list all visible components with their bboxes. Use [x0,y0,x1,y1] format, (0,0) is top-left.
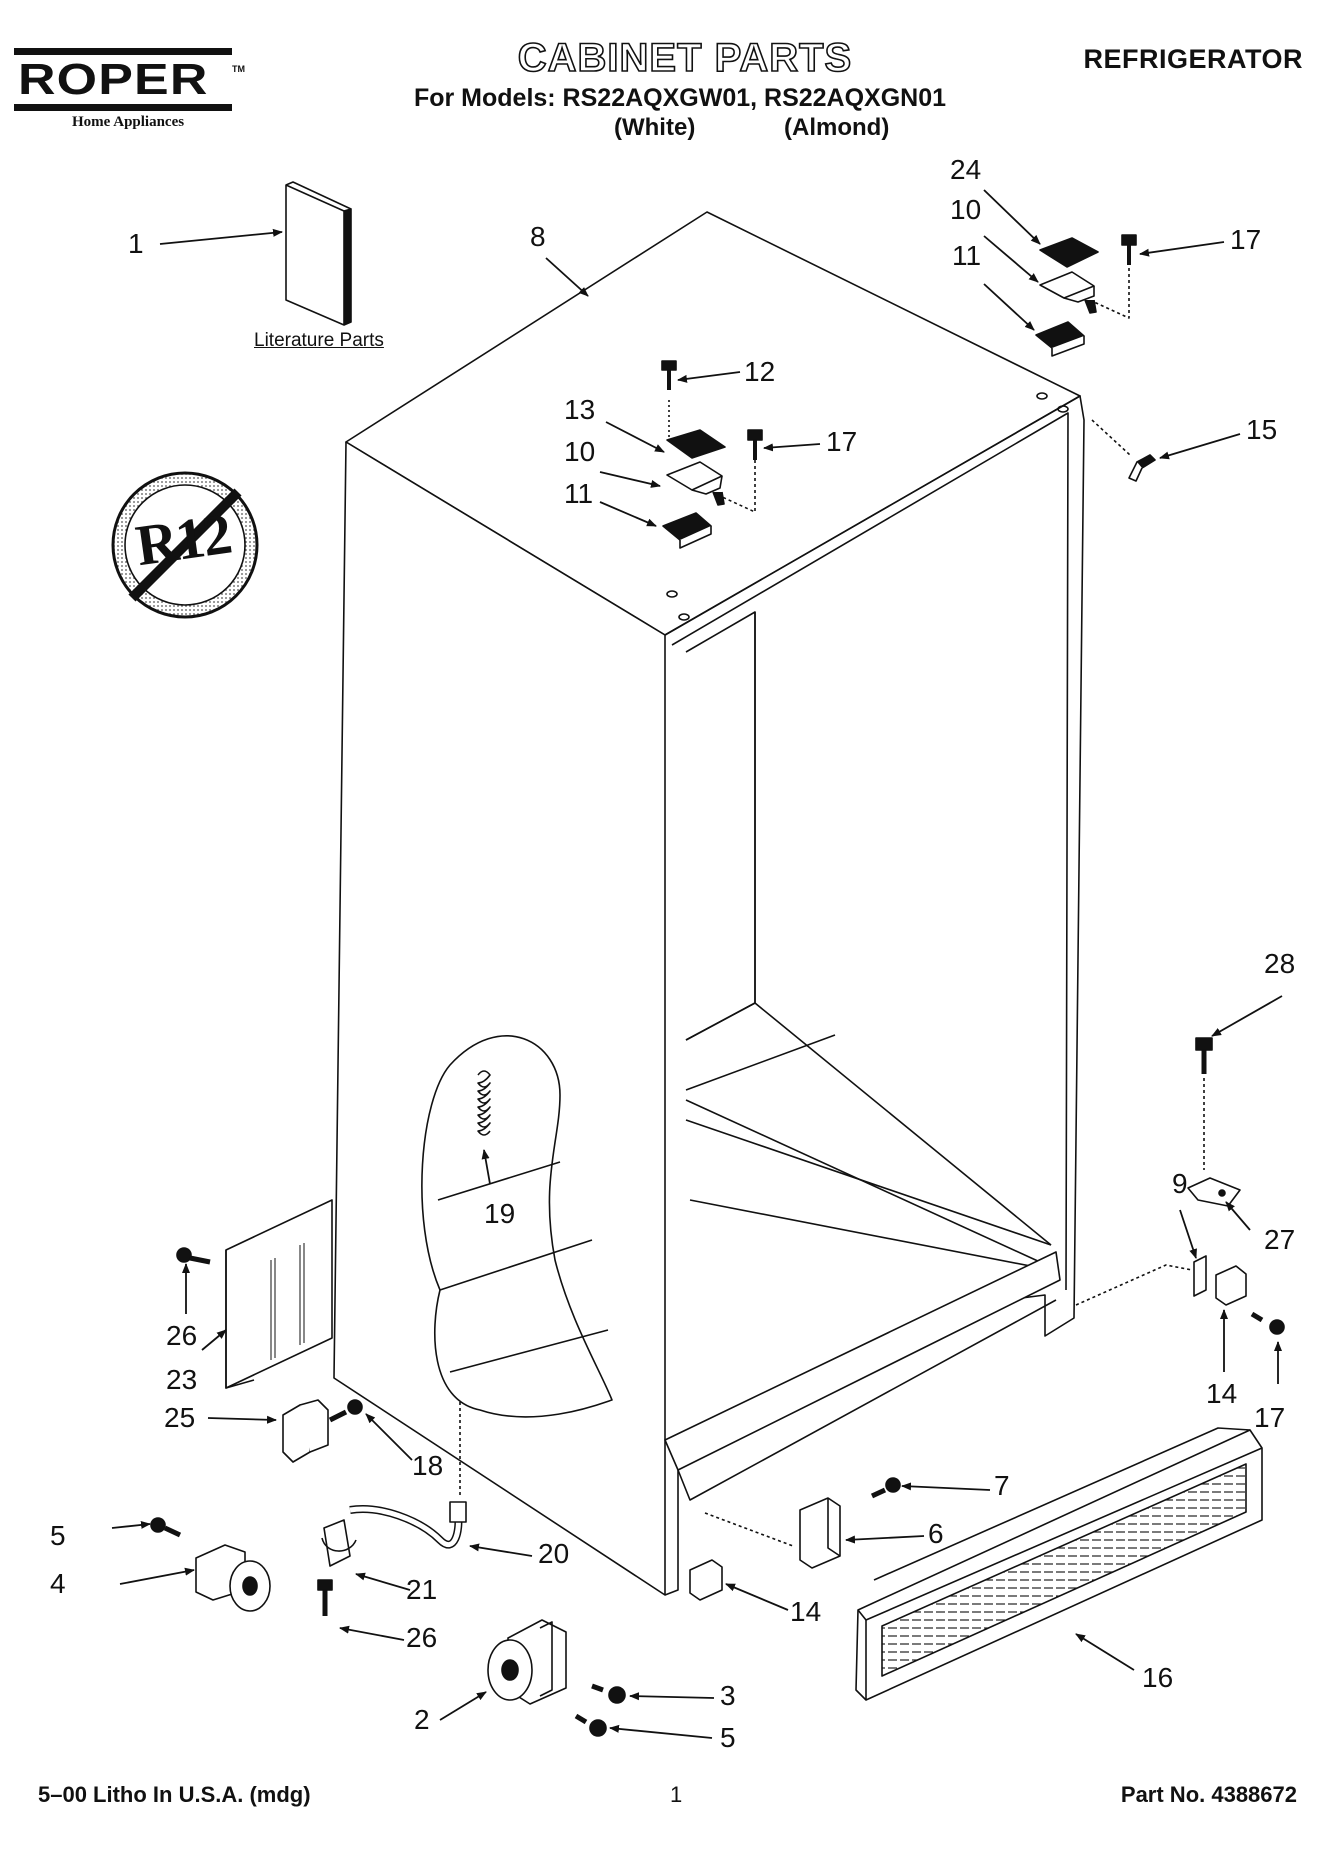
callout-15: 15 [1246,414,1278,445]
callout-21: 21 [406,1574,438,1605]
pin-part-15 [1137,455,1155,468]
bracket-part-6 [800,1498,840,1568]
r12-text: R12 [131,500,234,579]
models-line: For Models: RS22AQXGW01, RS22AQXGN01 [413,84,947,112]
callout-26-upper: 26 [166,1320,198,1351]
callout-14-lower: 14 [790,1596,822,1627]
toe-grille-part-16 [856,1428,1262,1700]
shim-part-9 [1194,1256,1206,1296]
bracket-part-25 [283,1400,328,1462]
callout-18: 18 [412,1450,444,1481]
no-r12-badge [113,473,257,617]
callout-9: 9 [1172,1168,1188,1199]
clip-part-14-upper [1216,1266,1246,1305]
clamp-part-21 [322,1520,356,1566]
screw-part-18 [330,1400,362,1420]
leader-lines [112,190,1282,1738]
callout-13: 13 [564,394,596,425]
callout-26-lower: 26 [406,1622,438,1653]
screw-part-28 [1196,1038,1212,1170]
callout-10-right: 10 [950,194,982,225]
callout-19: 19 [484,1198,516,1229]
callout-12: 12 [744,356,776,387]
literature-booklet [286,182,351,325]
appliance-category: REFRIGERATOR [1083,44,1303,74]
hinge-stack-right [1036,235,1136,356]
callout-20: 20 [538,1538,570,1569]
screw-part-7 [872,1478,900,1496]
side-cutaway [422,1036,612,1417]
screw-part-3 [592,1686,625,1703]
callout-5-upper: 5 [50,1520,66,1551]
callout-5-lower: 5 [720,1722,736,1753]
callout-17-lower: 17 [1254,1402,1286,1433]
clip-part-14-lower [690,1560,722,1600]
brand-name: ROPER [18,55,209,104]
page-number: 1 [670,1782,683,1807]
hinge-stack-center [662,361,762,548]
water-tube-part-20 [350,1402,466,1545]
callout-4: 4 [50,1568,66,1599]
color-white: (White) [614,114,696,141]
page-title: CABINET PARTS [517,35,853,81]
literature-parts-label: Literature Parts [254,330,384,351]
footer-print-info: 5–00 Litho In U.S.A. (mdg) [38,1782,311,1807]
color-almond: (Almond) [784,114,890,141]
callout-17-mid: 17 [826,426,858,457]
callout-16: 16 [1142,1662,1174,1693]
callout-1: 1 [128,228,144,259]
trademark-mark: TM [232,64,245,74]
callout-3: 3 [720,1680,736,1711]
callout-27: 27 [1264,1224,1296,1255]
rear-panel-part-23 [226,1200,332,1388]
callout-10-center: 10 [564,436,596,467]
roller-part-4 [196,1545,270,1611]
callout-11-right: 11 [952,240,982,271]
callout-25: 25 [164,1402,196,1433]
callout-2: 2 [414,1704,430,1735]
part-number: Part No. 4388672 [1120,1782,1297,1807]
callout-7: 7 [994,1470,1010,1501]
callout-8: 8 [530,221,546,252]
coil-part-19 [478,1071,490,1135]
callout-23: 23 [166,1364,198,1395]
roper-logo: ROPER [14,48,232,111]
callout-11-center: 11 [564,478,594,509]
callout-28: 28 [1264,948,1296,979]
screw-part-17-lower [1252,1314,1284,1334]
callout-6: 6 [928,1518,944,1549]
bracket-part-27 [1188,1178,1240,1206]
callout-24: 24 [950,154,982,185]
roller-part-2 [488,1620,566,1704]
cabinet-body [334,212,1084,1595]
callout-14-right: 14 [1206,1378,1238,1409]
screw-part-5-upper [151,1518,180,1535]
screw-part-5-lower [576,1716,606,1736]
screw-part-26-lower [318,1580,332,1616]
screw-part-26-upper [177,1248,210,1262]
callout-17-top: 17 [1230,224,1262,255]
brand-tagline: Home Appliances [72,114,185,130]
